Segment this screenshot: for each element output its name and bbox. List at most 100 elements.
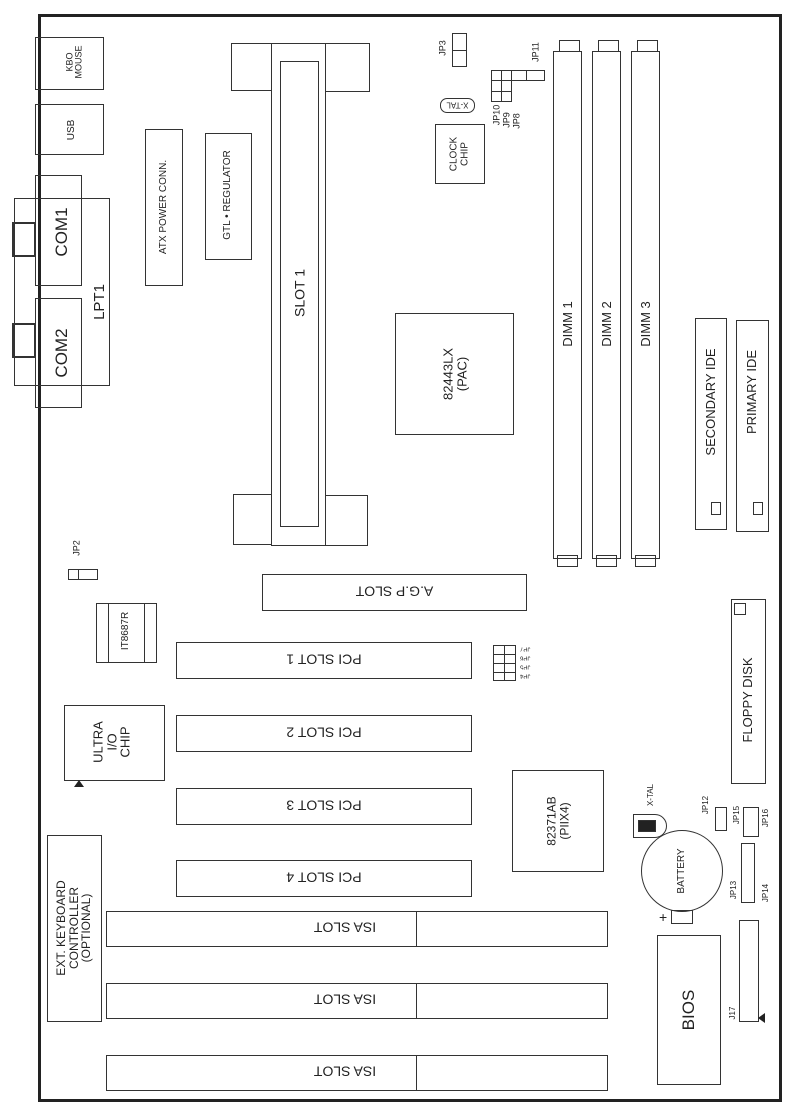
jp2-label: JP2: [71, 540, 82, 556]
pci2-label: PCI SLOT 2: [286, 724, 362, 741]
jp2-jumper: [68, 569, 98, 580]
jp4-jp7-grid-h1: [493, 654, 516, 655]
usb-label: USB: [65, 119, 77, 141]
mouse-label: MOUSE: [74, 45, 84, 79]
isa2-label: ISA SLOT: [313, 991, 377, 1008]
primary-ide-connector: [736, 320, 769, 532]
pac-label: 82443LX (PAC): [440, 348, 469, 400]
it8687r-label: IT8687R: [119, 611, 131, 651]
isa1-slot: [106, 911, 608, 947]
j17-pin1-icon: [758, 1013, 765, 1023]
battery-plus-label: +: [659, 909, 668, 925]
jp8-jp10-grid-h2: [491, 91, 512, 92]
jp15-jp16-block: [743, 807, 759, 837]
ext-keyboard-controller: [47, 835, 102, 1022]
isa3-divider: [416, 1055, 417, 1091]
jp8-jp10-grid-v: [501, 70, 502, 102]
jp2-divider: [78, 569, 79, 580]
j17-label: J17: [727, 1006, 737, 1020]
battery-label: BATTERY: [675, 848, 687, 894]
ultra-io-label: ULTRA I/O CHIP: [90, 721, 133, 763]
jp12-jumper: [715, 807, 727, 831]
slot1-retention-top-right: [325, 43, 370, 92]
isa3-label: ISA SLOT: [313, 1063, 377, 1080]
dimm3-slot: [631, 51, 660, 559]
jp15-label: JP15: [731, 805, 741, 825]
ext-keyboard-label: EXT. KEYBOARD CONTROLLER (OPTIONAL): [54, 880, 93, 976]
xtal-bottom: [633, 814, 667, 838]
jp6-label: JP6: [520, 654, 531, 661]
agp-slot: [262, 574, 527, 611]
jp5-label: JP5: [520, 663, 531, 670]
xtal-bottom-label: X-TAL: [645, 783, 655, 807]
agp-label: A.G.P SLOT: [355, 583, 434, 600]
primary-ide-pin1: [753, 502, 763, 515]
isa3-slot: [106, 1055, 608, 1091]
piix4-label: 82371AB (PIIX4): [544, 796, 571, 846]
secondary-ide-label: SECONDARY IDE: [703, 348, 719, 456]
kbd-mouse-connector: [35, 37, 104, 90]
piix4-line2: (PIIX4): [557, 802, 571, 840]
dimm2-slot: [592, 51, 621, 559]
pci4-slot: [176, 860, 472, 897]
jp4-jp7-grid-h2: [493, 663, 516, 664]
j17-header: [739, 920, 759, 1022]
xtal-top-label: X-TAL: [446, 100, 469, 110]
jp3-divider: [452, 50, 467, 51]
slot1-retention-top-left: [231, 43, 272, 91]
pci1-slot: [176, 642, 472, 679]
ext-keyboard-line1: EXT. KEYBOARD: [54, 880, 69, 976]
clock-chip-line1: CLOCK: [448, 136, 460, 172]
ultra-io-line3: CHIP: [117, 726, 133, 758]
dimm2-latch-bottom: [596, 555, 617, 567]
pac-line2: (PAC): [454, 356, 469, 392]
dimm1-slot: [553, 51, 582, 559]
jp4-jp7-grid-h3: [493, 672, 516, 673]
pci3-label: PCI SLOT 3: [286, 797, 362, 814]
floppy-pin1: [734, 603, 746, 615]
floppy-connector: [731, 599, 766, 784]
jp13-jp14-header: [741, 843, 755, 903]
jp14-label: JP14: [760, 883, 770, 903]
pac-chip: [395, 313, 514, 435]
com2-tab: [12, 323, 36, 358]
clock-chip-label: CLOCK CHIP: [448, 136, 471, 172]
jp11-jumper: [511, 70, 545, 81]
ultra-io-pin1-icon: [74, 780, 84, 787]
dimm3-latch-bottom: [635, 555, 656, 567]
pci3-slot: [176, 788, 472, 825]
jp13-label: JP13: [728, 880, 738, 900]
dimm1-label: DIMM 1: [560, 301, 576, 347]
piix4-chip: [512, 770, 604, 872]
ultra-io-chip: [64, 705, 165, 781]
secondary-ide-connector: [695, 318, 727, 530]
jp4-label: JP4: [520, 672, 531, 679]
lpt1-connector: [14, 198, 110, 386]
isa2-slot: [106, 983, 608, 1019]
jp7-label: JP7: [520, 645, 531, 652]
xtal-top: [440, 98, 475, 113]
atx-power-connector: [145, 129, 183, 286]
slot1-label: SLOT 1: [291, 269, 308, 317]
dimm2-label: DIMM 2: [599, 301, 615, 347]
motherboard-outline: [38, 14, 782, 1102]
pci1-label: PCI SLOT 1: [286, 651, 362, 668]
gtl-regulator-label: GTL • REGULATOR: [221, 150, 233, 240]
slot1-retention-bottom-right: [325, 495, 368, 546]
jp12-label: JP12: [700, 795, 710, 815]
jp8-jp10-grid-h1: [491, 80, 512, 81]
slot1-body: [271, 43, 326, 546]
jp11-divider: [526, 70, 527, 81]
battery: [641, 830, 723, 912]
clock-chip: [435, 124, 485, 184]
slot1-retention-bottom-left: [233, 494, 272, 545]
ultra-io-line2: I/O: [104, 733, 120, 751]
ultra-io-line1: ULTRA: [90, 721, 106, 763]
jp8-label: JP8: [511, 113, 522, 129]
piix4-line1: 82371AB: [544, 796, 559, 846]
isa1-label: ISA SLOT: [313, 919, 377, 936]
com1-label: COM1: [52, 207, 72, 257]
com2-label: COM2: [52, 328, 72, 378]
secondary-ide-pin1: [711, 502, 721, 515]
isa2-divider: [416, 983, 417, 1019]
